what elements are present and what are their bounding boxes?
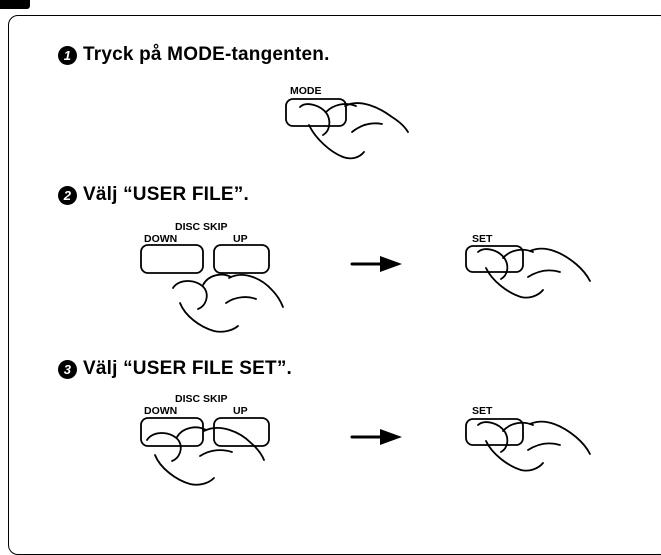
step-3-number: 3	[58, 359, 77, 379]
set-key-2	[465, 418, 524, 446]
down-key-label-1: DOWN	[144, 233, 178, 245]
step-3-heading: 3 Välj “USER FILE SET”.	[58, 358, 292, 380]
mode-key-label: MODE	[290, 85, 322, 97]
pressing-hand-icon-2	[172, 273, 284, 333]
down-key-label-2: DOWN	[144, 405, 178, 417]
section-corner-tab	[0, 0, 30, 9]
down-key-2	[140, 417, 204, 447]
right-arrow-head-1	[380, 256, 402, 272]
pressing-hand-icon-1	[299, 102, 409, 160]
set-key-1	[465, 245, 524, 273]
up-key-label-1: UP	[233, 233, 248, 245]
up-key-1	[213, 244, 270, 274]
step-2-heading: 2 Välj “USER FILE”.	[58, 184, 249, 206]
up-key-label-2: UP	[233, 405, 248, 417]
pressing-hand-icon-4	[146, 426, 265, 486]
step-1-heading: 1 Tryck på MODE-tangenten.	[58, 44, 330, 66]
up-key-2	[213, 417, 270, 447]
step-1-text: Tryck på MODE-tangenten.	[83, 44, 330, 65]
pressing-hand-icon-5	[477, 420, 591, 472]
pressing-hand-icon-3	[477, 247, 591, 299]
set-key-label-1: SET	[472, 233, 493, 245]
down-key-1	[140, 244, 204, 274]
set-key-label-2: SET	[472, 405, 493, 417]
mode-key	[285, 98, 347, 127]
disc-skip-label-1: DISC SKIP	[175, 221, 228, 233]
step-2-number: 2	[58, 185, 77, 205]
disc-skip-label-2: DISC SKIP	[175, 393, 228, 405]
step-1-number: 1	[58, 45, 77, 65]
illustrations	[140, 98, 591, 486]
step-2-text: Välj “USER FILE”.	[83, 184, 249, 205]
right-arrow-head-2	[380, 429, 402, 445]
step-3-text: Välj “USER FILE SET”.	[83, 358, 293, 379]
